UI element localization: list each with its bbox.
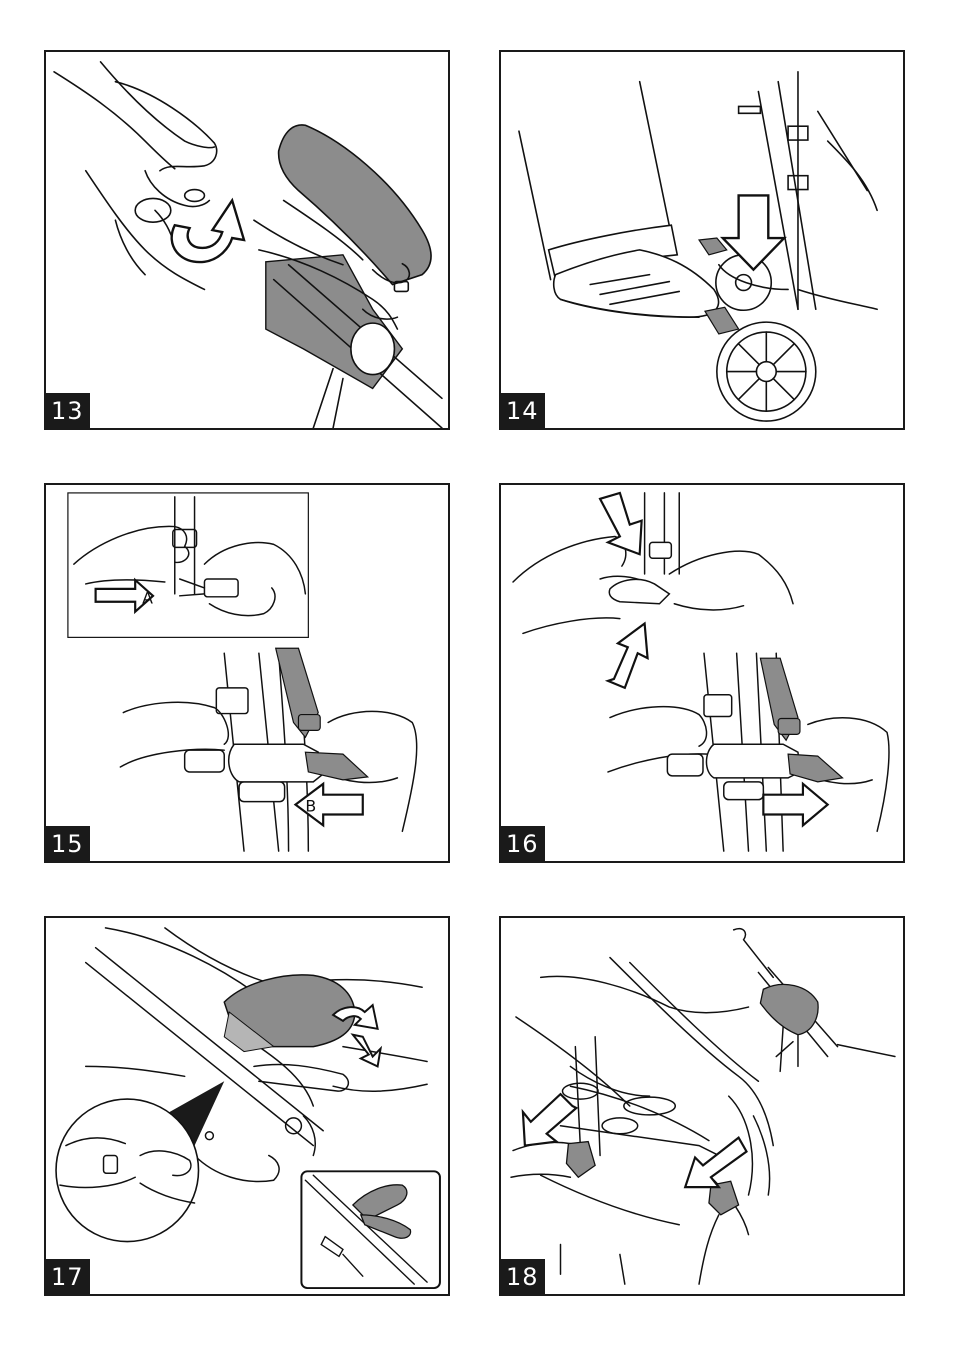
illustration-footrest-adjust [46,918,448,1294]
instruction-panel-14: 14 [499,50,905,430]
illustration-seat-adjust [46,52,448,428]
instruction-panel-17: 17 [44,916,450,1296]
label-b: B [305,797,316,816]
instruction-panel-18: 18 [499,916,905,1296]
illustration-fold-stroller [501,918,903,1294]
step-number: 14 [501,393,545,428]
step-number: 13 [46,393,90,428]
step-number: 18 [501,1259,545,1294]
illustration-harness-buckle-release [501,485,903,861]
illustration-brake-pedal [501,52,903,428]
step-number: 16 [501,826,545,861]
instruction-panel-13: 13 [44,50,450,430]
step-number: 17 [46,1259,90,1294]
inset-label-a: A [142,589,153,608]
illustration-harness-buckle-fasten: A B [46,485,448,861]
instruction-panel-15: A B 15 [44,483,450,863]
step-number: 15 [46,826,90,861]
instruction-panel-16: 16 [499,483,905,863]
